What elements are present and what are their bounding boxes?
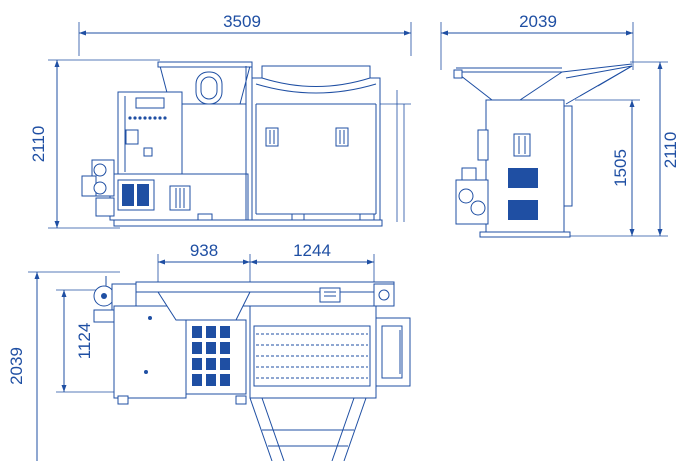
side-machine [453, 63, 633, 238]
side-height-label: 2110 [661, 132, 676, 169]
side-inner-height-label: 1505 [611, 149, 630, 187]
top-hopper-dimension: 938 [157, 241, 251, 290]
front-height-label: 2110 [29, 126, 48, 163]
side-width-label: 2039 [519, 12, 557, 31]
front-machine [81, 61, 383, 227]
top-inner-depth-dimension: 1124 [56, 289, 120, 393]
top-machine [93, 276, 411, 461]
side-height-dimension: 2110 [560, 61, 676, 237]
front-width-label: 3509 [223, 12, 261, 31]
top-section-label: 1244 [293, 241, 331, 260]
top-section-dimension: 1244 [250, 241, 375, 290]
front-view: 3509 2110 [29, 12, 412, 229]
screen-rows [256, 333, 368, 379]
side-width-dimension: 2039 [440, 12, 634, 70]
top-depth-label: 2039 [7, 347, 26, 385]
top-inner-depth-label: 1124 [75, 323, 94, 360]
top-view: 938 1244 2039 1124 [7, 241, 411, 461]
top-hopper-label: 938 [190, 241, 218, 260]
side-inner-height-dimension: 1505 [575, 99, 640, 236]
side-view: 2039 1505 2110 [440, 12, 676, 238]
front-width-dimension: 3509 [78, 12, 412, 56]
top-depth-dimension: 2039 [7, 271, 120, 461]
hopper-grid [192, 326, 230, 386]
front-height-dimension: 2110 [29, 59, 160, 229]
